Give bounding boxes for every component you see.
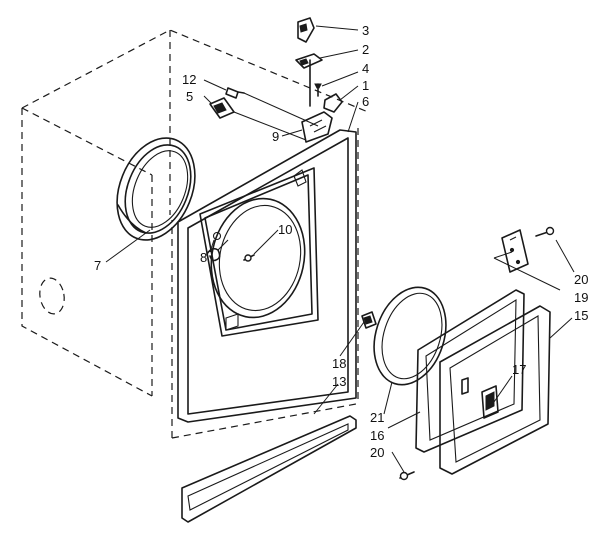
callout-5: 5 [186,89,193,104]
bottom-screw [399,471,415,481]
door-hinge [493,226,561,291]
callout-20-bottom: 20 [370,445,384,460]
callout-21: 21 [370,410,384,425]
callout-12: 12 [182,72,196,87]
callout-1: 1 [362,78,369,93]
callout-20-top: 20 [574,272,588,287]
fastener-screw [243,254,255,262]
callout-17: 17 [512,362,526,377]
cabinet-outline [21,29,369,439]
callout-labels: 3 2 4 1 6 12 5 9 10 8 7 18 13 21 16 20 1… [94,23,588,460]
front-panel [177,129,357,423]
top-hardware [295,17,343,143]
callout-8: 8 [200,250,207,265]
door-seal-ring [116,137,196,241]
callout-6: 6 [362,94,369,109]
callout-9: 9 [272,129,279,144]
bottom-trim [181,415,357,523]
side-hole [39,277,65,315]
callout-7: 7 [94,258,101,273]
callout-13: 13 [332,374,346,389]
callout-4: 4 [362,61,369,76]
callout-18: 18 [332,356,346,371]
callout-3: 3 [362,23,369,38]
callout-15: 15 [574,308,588,323]
callout-2: 2 [362,42,369,57]
screw-and-clip [209,87,319,141]
callout-10: 10 [278,222,292,237]
callout-19: 19 [574,290,588,305]
spring-part [206,239,229,262]
door-assembly [361,286,551,475]
leader-lines [105,25,575,473]
callout-16: 16 [370,428,384,443]
